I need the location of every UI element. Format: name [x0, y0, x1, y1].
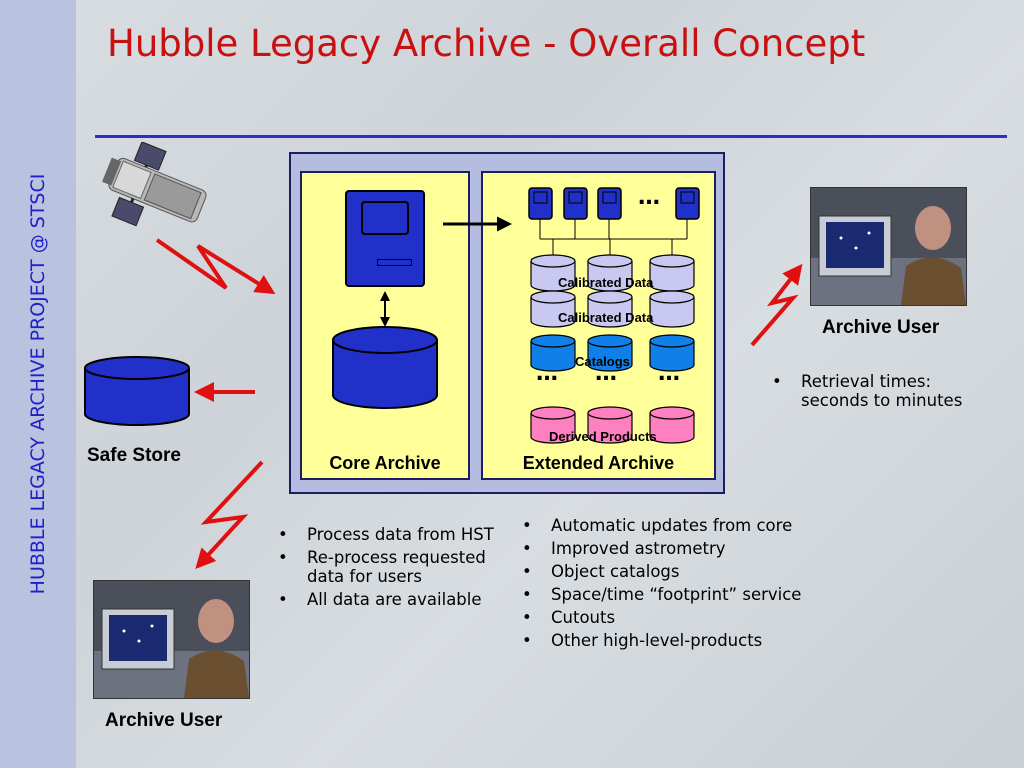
list-item: Space/time “footprint” service — [514, 585, 814, 604]
ellipsis: … — [595, 361, 618, 386]
archive-user-left-label: Archive User — [105, 710, 223, 731]
archive-user-right-label: Archive User — [822, 317, 940, 338]
ellipsis: … — [536, 361, 559, 386]
list-item: Process data from HST — [270, 525, 510, 544]
extended-archive-panel: … … … … Calibrated Data Calibrated Data … — [481, 171, 716, 480]
list-item: Object catalogs — [514, 562, 814, 581]
sidebar: HUBBLE LEGACY ARCHIVE PROJECT @ STSCI — [0, 0, 76, 768]
database-cylinder-icon — [587, 406, 633, 444]
database-cylinder-icon — [587, 334, 633, 372]
database-cylinder-icon — [649, 406, 695, 444]
core-archive-panel: Core Archive — [300, 171, 470, 480]
database-cylinder-icon — [530, 254, 576, 292]
extended-bullet-list: Automatic updates from core Improved ast… — [514, 516, 814, 654]
page-title: Hubble Legacy Archive - Overall Concept — [107, 22, 866, 65]
database-cylinder-icon — [84, 356, 190, 426]
list-item: Retrieval times: seconds to minutes — [764, 372, 984, 410]
database-cylinder-icon — [649, 290, 695, 328]
core-bullet-list: Process data from HST Re-process request… — [270, 525, 510, 613]
calibrated-data-label: Calibrated Data — [558, 275, 654, 290]
core-link — [332, 291, 438, 409]
lightning-arrow-icon — [750, 263, 803, 347]
ellipsis: … — [658, 361, 681, 386]
right-bullet-list: Retrieval times: seconds to minutes — [764, 372, 984, 414]
extended-archive-graphic — [528, 187, 700, 444]
archive-diagram: Core Archive — [289, 152, 725, 494]
database-cylinder-icon — [530, 406, 576, 444]
title-rule — [95, 135, 1007, 138]
lightning-arrow-icon — [155, 238, 276, 295]
list-item: Re-process requested data for users — [270, 548, 510, 586]
computer-terminal-icon — [597, 187, 622, 220]
database-cylinder-icon — [649, 334, 695, 372]
database-cylinder-icon — [530, 334, 576, 372]
catalogs-label: Catalogs — [575, 354, 630, 369]
core-to-extended-arrow — [443, 216, 512, 232]
database-cylinder-icon — [649, 254, 695, 292]
list-item: Improved astrometry — [514, 539, 814, 558]
lightning-arrow-icon — [195, 460, 264, 569]
list-item: Cutouts — [514, 608, 814, 627]
list-item: Other high-level-products — [514, 631, 814, 650]
core-archive-label: Core Archive — [329, 453, 441, 473]
database-cylinder-icon — [530, 290, 576, 328]
archive-user-photo-right — [810, 187, 967, 306]
list-item: Automatic updates from core — [514, 516, 814, 535]
list-item: All data are available — [270, 590, 510, 609]
database-cylinder-icon — [587, 290, 633, 328]
ellipsis: … — [638, 185, 661, 210]
safe-store-label: Safe Store — [87, 445, 181, 466]
extended-archive-label: Extended Archive — [522, 453, 675, 473]
derived-products-label: Derived Products — [549, 429, 657, 444]
computer-terminal-icon — [345, 190, 425, 287]
calibrated-data-label: Calibrated Data — [558, 310, 654, 325]
hubble-telescope-icon — [102, 142, 207, 227]
archive-user-photo-left — [93, 580, 250, 699]
